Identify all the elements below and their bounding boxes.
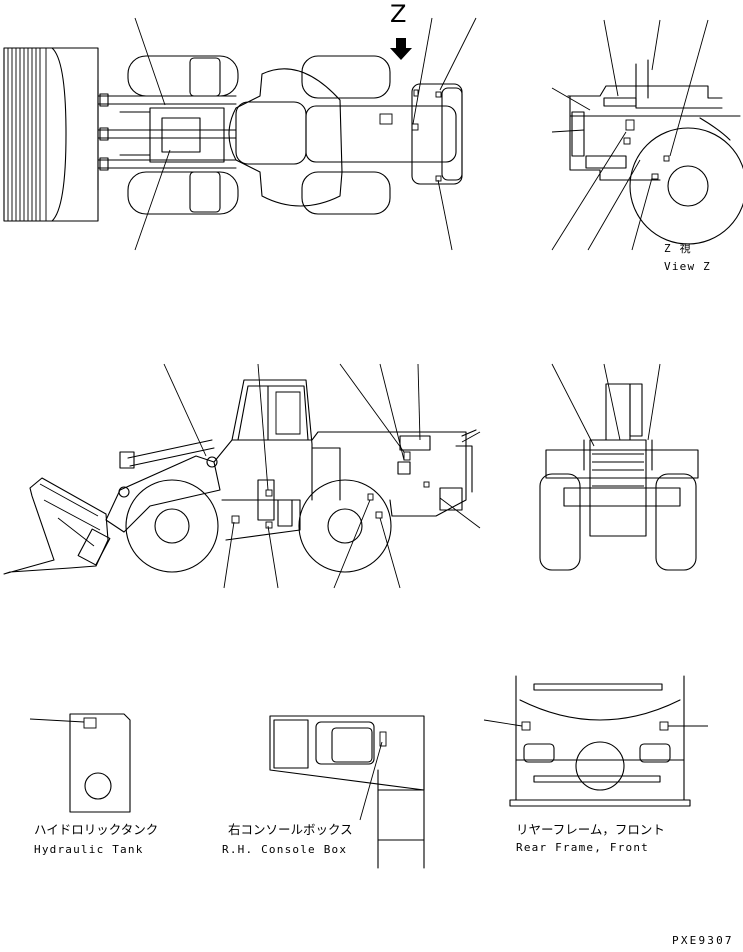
detail-console-box: 右コンソールボックス R.H. Console Box (222, 715, 425, 869)
top-view-rear-tires (301, 55, 391, 215)
side-view-boom (105, 439, 221, 533)
console-box-en-label: R.H. Console Box (222, 843, 347, 856)
top-view-chassis (228, 68, 463, 207)
rear-frame-en-label: Rear Frame, Front (516, 841, 649, 854)
top-view-boom (97, 93, 237, 171)
rear-view (539, 363, 699, 571)
side-view-cab (231, 379, 313, 501)
view-marker-label: Z (390, 0, 406, 28)
top-view-front-tires (127, 55, 239, 215)
side-view-leaders (163, 363, 481, 589)
drawing-code: PXE9307 (672, 934, 734, 947)
detail-hydraulic-tank: ハイドロリックタンク Hydraulic Tank (29, 713, 158, 856)
top-view-bucket (3, 47, 99, 222)
view-z: Z 視 View Z (551, 19, 743, 273)
side-view (3, 363, 481, 589)
top-view-leaders (134, 17, 477, 251)
hydraulic-tank-jp-label: ハイドロリックタンク (34, 822, 158, 837)
view-z-arrow-icon (390, 38, 412, 60)
view-z-jp-label: Z 視 (664, 241, 692, 255)
side-view-wheels (125, 479, 392, 573)
view-z-en-label: View Z (664, 260, 711, 273)
hydraulic-tank-en-label: Hydraulic Tank (34, 843, 144, 856)
side-view-body (213, 429, 477, 541)
rear-frame-jp-label: リヤーフレーム，フロント (516, 822, 665, 837)
top-view: Z (3, 0, 477, 251)
detail-rear-frame-front: リヤーフレーム，フロント Rear Frame, Front (483, 675, 708, 854)
side-view-bucket (3, 477, 111, 575)
console-box-jp-label: 右コンソールボックス (228, 822, 353, 837)
